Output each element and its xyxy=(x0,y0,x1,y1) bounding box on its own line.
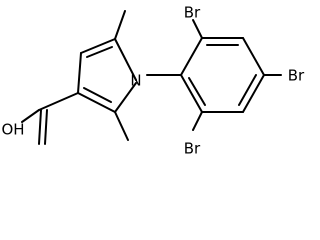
bond-c3-c2 xyxy=(77,92,116,113)
bond-ar4-ar5-inner xyxy=(238,74,257,106)
bond-c3-carboxyl xyxy=(38,92,79,111)
bond-ar2-br xyxy=(192,19,203,39)
bond-ar6-ar1-inner xyxy=(188,77,206,106)
bond-carbonyl-b xyxy=(44,109,48,145)
bond-ar3-ar4 xyxy=(242,37,265,76)
bond-c5-c4 xyxy=(80,38,116,54)
atom-label-n: N xyxy=(130,72,141,90)
atom-label-br-top: Br xyxy=(184,4,201,22)
structure-canvas: N Br Br Br OH xyxy=(1,4,305,158)
atom-label-br-right: Br xyxy=(288,67,305,85)
bond-ar4-ar5 xyxy=(242,74,265,113)
bond-carbonyl-a xyxy=(38,109,42,145)
bond-c3-c2-inner xyxy=(83,87,112,103)
bond-ar6-br xyxy=(192,111,203,131)
bond-c2-n xyxy=(114,82,137,113)
bond-ar1-ar2 xyxy=(180,37,203,76)
bond-n-c5 xyxy=(114,38,137,81)
atom-label-br-bottom: Br xyxy=(184,140,201,158)
molecule-structure: N Br Br Br OH xyxy=(1,4,305,158)
bond-ar6-ar1 xyxy=(180,74,203,113)
atom-label-oh: OH xyxy=(1,121,24,139)
bond-c5-c4-inner xyxy=(86,46,113,58)
bond-c2-methyl xyxy=(114,111,129,141)
bond-c4-c3 xyxy=(77,52,82,94)
bond-c5-methyl xyxy=(114,10,126,40)
bond-c-oh xyxy=(21,109,40,123)
